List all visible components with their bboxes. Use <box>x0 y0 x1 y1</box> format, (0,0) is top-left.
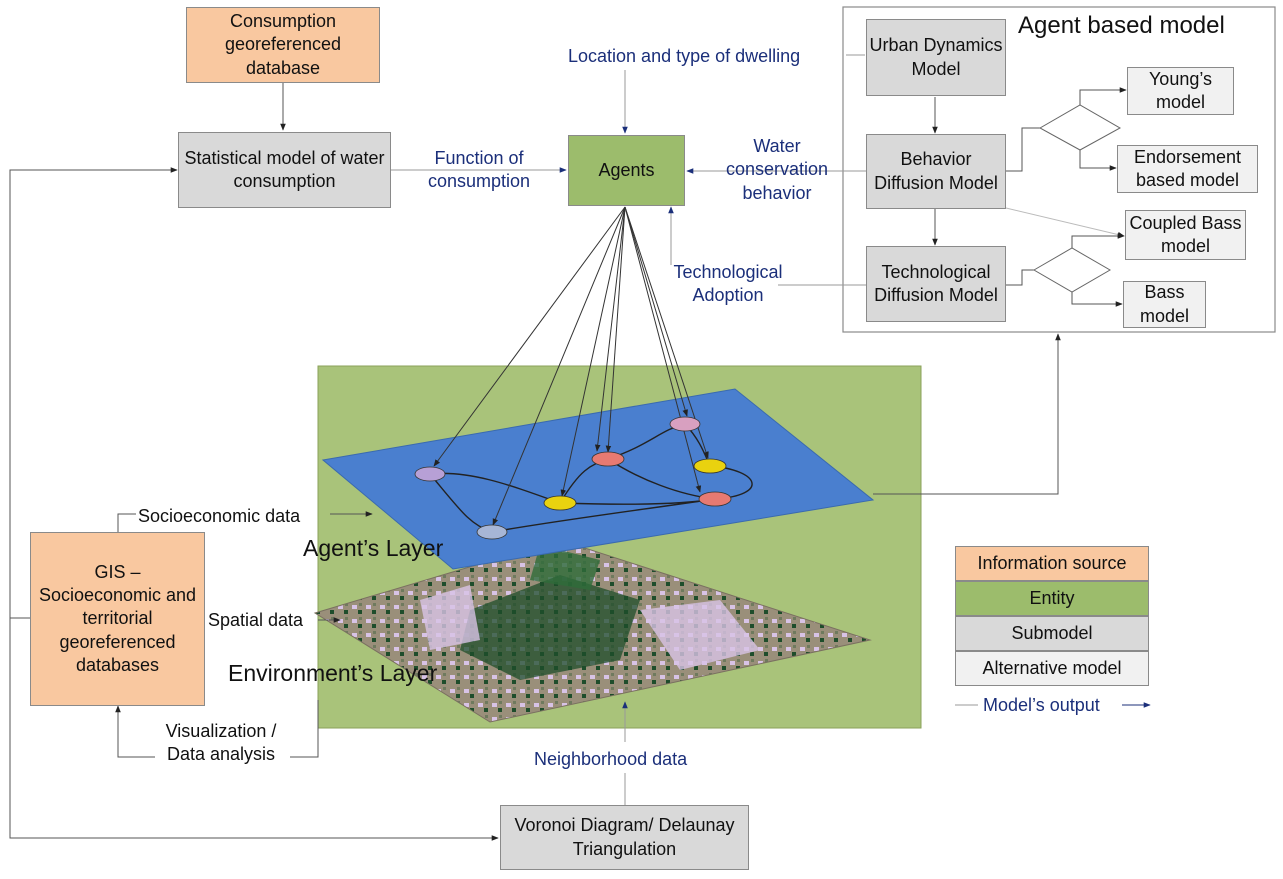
behavior-diffusion-box: Behavior Diffusion Model <box>866 134 1006 209</box>
behavior-diffusion-label: Behavior Diffusion Model <box>874 149 998 193</box>
agents-layer-title: Agent’s Layer <box>303 535 444 561</box>
legend-alternative-model: Alternative model <box>955 651 1149 686</box>
environment-layer-title: Environment’s Layer <box>228 660 438 686</box>
gis-box: GIS – Socioeconomic and territorial geor… <box>30 532 205 706</box>
urban-dynamics-label: Urban Dynamics Model <box>869 35 1003 79</box>
function-consumption-label: Function of consumption <box>427 148 531 192</box>
agents-label: Agents <box>598 159 655 180</box>
agents-layer-plane <box>321 388 875 570</box>
technological-adoption-label: Technological Adoption <box>673 262 783 306</box>
consumption-db-label: Consumption georeferenced database <box>224 10 342 78</box>
legend-submodel: Submodel <box>955 616 1149 651</box>
agents-box: Agents <box>568 135 685 206</box>
bass-model-label: Bass model <box>1139 282 1190 326</box>
endorsement-model-label: Endorsement based model <box>1133 146 1242 190</box>
spatial-data-label: Spatial data <box>208 610 304 630</box>
socioeconomic-data-label: Socioeconomic data <box>138 506 301 526</box>
statistical-model-label: Statistical model of water consumption <box>184 147 385 191</box>
voronoi-label: Voronoi Diagram/ Delaunay Triangulation <box>514 815 735 859</box>
technological-diffusion-box: Technological Diffusion Model <box>866 246 1006 322</box>
coupled-bass-model-label: Coupled Bass model <box>1129 212 1242 256</box>
urban-dynamics-box: Urban Dynamics Model <box>866 19 1006 96</box>
legend-information-source: Information source <box>955 546 1149 581</box>
youngs-model-box: Young’s model <box>1127 67 1234 115</box>
location-dwelling-label: Location and type of dwelling <box>568 46 801 66</box>
statistical-model-box: Statistical model of water consumption <box>178 132 391 208</box>
youngs-model-label: Young’s model <box>1148 68 1213 112</box>
consumption-db-box: Consumption georeferenced database <box>186 7 380 83</box>
legend-entity: Entity <box>955 581 1149 616</box>
technological-diffusion-label: Technological Diffusion Model <box>874 261 998 305</box>
bass-model-box: Bass model <box>1123 281 1206 328</box>
visualization-label: Visualization / Data analysis <box>165 721 277 765</box>
legend-models-output: Model’s output <box>983 695 1100 715</box>
agent-based-model-title: Agent based model <box>1018 12 1225 39</box>
coupled-bass-model-box: Coupled Bass model <box>1125 210 1246 260</box>
voronoi-box: Voronoi Diagram/ Delaunay Triangulation <box>500 805 749 870</box>
endorsement-model-box: Endorsement based model <box>1117 145 1258 193</box>
neighborhood-data-label: Neighborhood data <box>534 749 688 769</box>
water-conservation-label: Water conservation behavior <box>725 136 829 203</box>
gis-label: GIS – Socioeconomic and territorial geor… <box>38 561 197 676</box>
agent-nodes <box>414 416 732 540</box>
